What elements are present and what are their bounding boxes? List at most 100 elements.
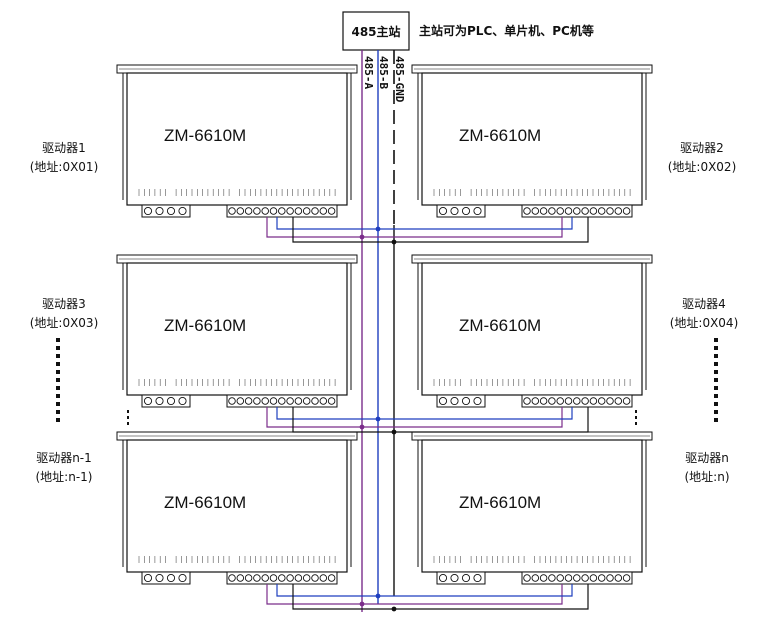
terminal	[531, 397, 540, 405]
bus-gnd-drop	[292, 584, 394, 610]
terminal	[319, 397, 328, 405]
master-box	[342, 11, 410, 51]
terminal	[548, 207, 556, 215]
terminal	[302, 397, 311, 405]
driver-module: ZM-6610M	[116, 254, 358, 408]
bus-label-b: 485-B	[377, 56, 390, 89]
junction-dot	[359, 234, 365, 240]
terminal	[473, 573, 482, 583]
bus-gnd-drop	[292, 407, 394, 433]
driver-n1-address: (地址:n-1)	[36, 470, 93, 484]
driver-n-name: 驱动器n	[685, 451, 729, 465]
driver-4-address: (地址:0X04)	[670, 316, 739, 330]
terminal	[573, 574, 581, 582]
terminal	[269, 397, 278, 405]
terminal	[614, 574, 623, 582]
terminal	[294, 574, 303, 582]
bus-b-drop	[378, 217, 573, 230]
terminal	[236, 397, 245, 405]
terminal	[556, 574, 564, 582]
terminal	[166, 206, 176, 216]
driver-model: ZM-6610M	[459, 493, 541, 512]
junction-dot	[375, 593, 381, 599]
terminal	[589, 397, 598, 405]
connector-block-1	[436, 571, 486, 585]
bus-gnd-drop	[394, 584, 589, 610]
terminal	[228, 397, 236, 405]
driver-body	[421, 262, 643, 396]
connector-block-1	[141, 394, 191, 408]
bus-gnd-drop	[292, 217, 394, 243]
terminal	[539, 207, 548, 215]
terminal	[178, 396, 187, 406]
junction-dot	[375, 416, 381, 422]
connector-block-2	[521, 394, 633, 408]
junction-dot	[391, 429, 397, 435]
terminal	[311, 574, 319, 582]
connector-block-1	[436, 394, 486, 408]
junction-dot	[359, 424, 365, 430]
master-label: 485主站	[351, 24, 400, 39]
driver-model: ZM-6610M	[164, 316, 246, 335]
terminal	[143, 573, 153, 583]
master-note: 主站可为PLC、单片机、PC机等	[419, 23, 594, 38]
terminal	[548, 397, 556, 405]
terminal	[294, 397, 303, 405]
terminal	[564, 397, 573, 405]
terminal	[556, 207, 564, 215]
terminal	[581, 207, 589, 215]
terminal	[155, 396, 164, 406]
driver-model: ZM-6610M	[459, 316, 541, 335]
terminal	[589, 207, 598, 215]
terminal	[597, 397, 606, 405]
terminal	[261, 397, 269, 405]
driver-1-name: 驱动器1	[42, 141, 86, 155]
driver-1-address: (地址:0X01)	[30, 160, 99, 174]
driver-body	[126, 262, 348, 396]
terminal	[286, 207, 294, 215]
bus-b-drop	[276, 217, 378, 230]
terminal	[473, 396, 482, 406]
terminal	[327, 207, 336, 215]
terminal	[438, 396, 448, 406]
terminal	[228, 574, 236, 582]
connector-block-1	[141, 204, 191, 218]
terminal	[278, 397, 286, 405]
terminal	[597, 207, 606, 215]
terminal	[269, 574, 278, 582]
terminal	[253, 207, 261, 215]
bus-label-gnd: 485-GND	[393, 56, 406, 103]
driver-model: ZM-6610M	[164, 493, 246, 512]
wires-layer	[266, 50, 589, 612]
driver-labels: 驱动器1 (地址:0X01) 驱动器2 (地址:0X02) 驱动器3 (地址:0…	[30, 141, 739, 484]
bus-b-drop	[378, 407, 573, 420]
driver-body	[421, 439, 643, 573]
connector-block-2	[226, 571, 338, 585]
junction-dot	[391, 606, 397, 612]
terminal	[278, 574, 286, 582]
terminal	[166, 396, 176, 406]
driver-n-address: (地址:n)	[684, 470, 729, 484]
driver-n1-name: 驱动器n-1	[36, 451, 92, 465]
terminal	[236, 574, 245, 582]
terminal	[253, 397, 261, 405]
terminal	[143, 396, 153, 406]
bus-b-drop	[276, 407, 378, 420]
terminal	[319, 207, 328, 215]
bus-a-drop	[362, 584, 563, 605]
driver-module: ZM-6610M	[411, 64, 653, 218]
terminal	[606, 574, 614, 582]
driver-model: ZM-6610M	[459, 126, 541, 145]
driver-body	[126, 439, 348, 573]
drivers-layer: ZM-6610M ZM-6610M ZM-6610M ZM-6610M ZM-6610M…	[116, 64, 653, 585]
terminal	[614, 397, 623, 405]
terminal	[473, 206, 482, 216]
terminal	[614, 207, 623, 215]
terminal	[261, 574, 269, 582]
terminal	[178, 573, 187, 583]
terminal	[564, 574, 573, 582]
terminal	[461, 396, 471, 406]
terminal	[461, 206, 471, 216]
bus-a-drop	[266, 584, 362, 605]
